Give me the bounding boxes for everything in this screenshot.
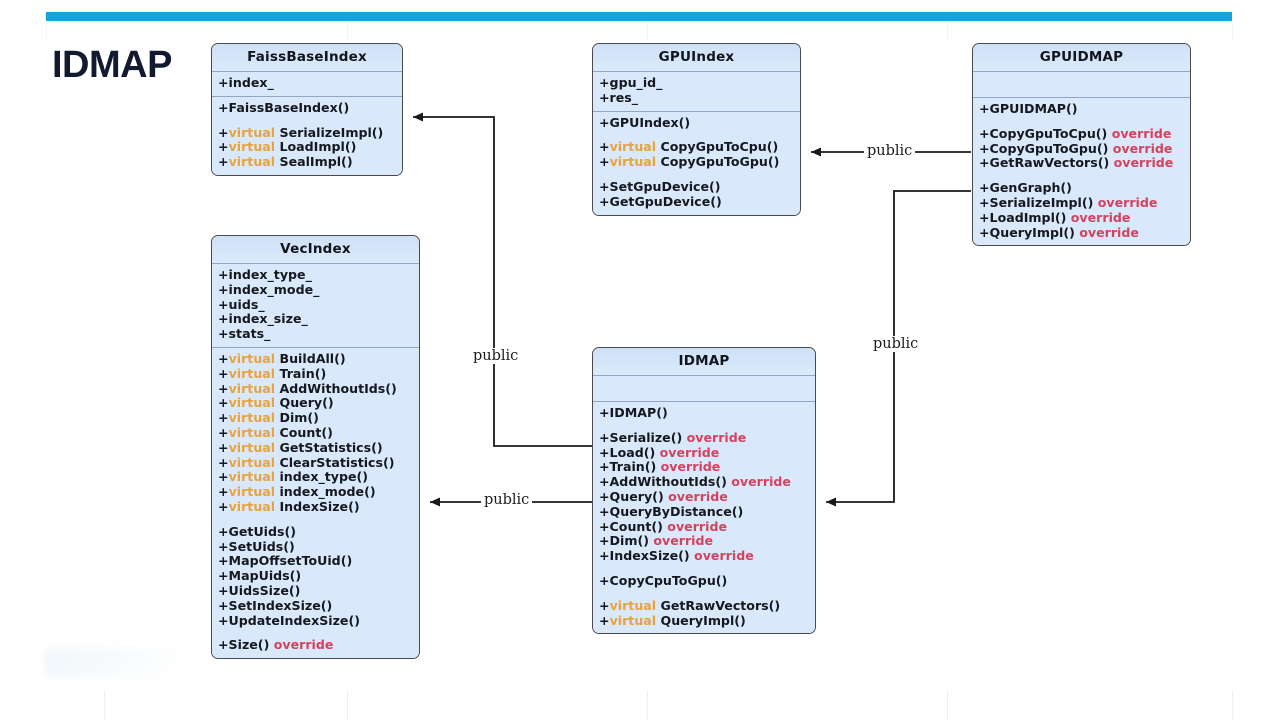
class-member: +FaissBaseIndex() [218,99,350,115]
class-methods-idmap: +IDMAP() +Serialize() override +Load() o… [593,402,815,634]
class-member: +QueryImpl() override [979,224,1139,240]
class-member: +virtual index_mode() [218,484,376,500]
slide-guide-line [347,690,348,720]
class-member: +virtual GetStatistics() [218,439,383,455]
slide-guide-line [1232,22,1233,40]
slide-guide-line [947,22,948,40]
class-member: +virtual IndexSize() [218,498,360,514]
slide-guide-line [947,690,948,720]
class-member: +AddWithoutIds() override [599,474,791,490]
class-member: +LoadImpl() override [979,209,1131,225]
class-member: +QueryByDistance() [599,503,744,519]
class-methods-faissbaseindex: +FaissBaseIndex() +virtual SerializeImpl… [212,96,402,175]
class-member: +SetUids() [218,538,295,554]
class-member: +IDMAP() [599,405,668,420]
class-member: +index_type_ [218,267,312,282]
slide-guide-line [347,22,348,40]
slide-accent-bar [46,12,1232,21]
class-box-faissbaseindex[interactable]: FaissBaseIndex +index_ +FaissBaseIndex()… [211,43,403,176]
class-member: +GetGpuDevice() [599,193,722,209]
class-member: +virtual Query() [218,395,334,411]
class-box-gpuindex[interactable]: GPUIndex +gpu_id_ +res_ +GPUIndex() +vir… [592,43,801,216]
class-member: +Load() override [599,444,720,460]
class-member: +gpu_id_ [599,75,663,90]
class-member: +virtual BuildAll() [218,350,346,366]
edge-label-idmap-vecindex: public [481,492,533,508]
class-member: +virtual ClearStatistics() [218,454,395,470]
class-member: +GPUIDMAP() [979,101,1078,116]
class-attributes-gpuindex: +gpu_id_ +res_ [593,72,800,112]
slide-guide-line [1232,690,1233,720]
class-member: +virtual Dim() [218,410,319,426]
class-member: +res_ [599,89,639,105]
class-member: +virtual index_type() [218,469,369,485]
class-member: +virtual SerializeImpl() [218,124,384,140]
class-attributes-gpuidmap [973,72,1190,98]
class-member: +virtual CopyGpuToGpu() [599,154,780,170]
class-box-gpuidmap[interactable]: GPUIDMAP +GPUIDMAP() +CopyGpuToCpu() ove… [972,43,1191,247]
page-title: IDMAP [52,44,172,86]
connector-idmap-faissbaseindex [413,112,592,447]
class-member: +IndexSize() override [599,548,754,564]
class-member: +index_mode_ [218,281,320,297]
class-name-vecindex: VecIndex [212,236,419,264]
class-member: +virtual Count() [218,424,333,440]
class-member: +SetGpuDevice() [599,178,721,194]
class-methods-gpuindex: +GPUIndex() +virtual CopyGpuToCpu() +vir… [593,111,800,215]
class-box-idmap[interactable]: IDMAP +IDMAP() +Serialize() override +Lo… [592,347,816,635]
class-attributes-idmap [593,376,815,402]
class-member: +virtual GetRawVectors() [599,597,781,613]
edge-label-gpuidmap-idmap: public [870,336,922,352]
class-member: +index_size_ [218,311,308,327]
class-member: +CopyGpuToGpu() override [979,140,1173,156]
class-box-vecindex[interactable]: VecIndex +index_type_ +index_mode_ +uids… [211,235,420,660]
class-member: +virtual QueryImpl() [599,612,746,628]
edge-label-idmap-faissbaseindex: public [470,348,522,364]
class-member: +stats_ [218,326,271,342]
class-name-faissbaseindex: FaissBaseIndex [212,44,402,72]
class-member: +virtual Train() [218,365,327,381]
class-member: +Serialize() override [599,429,747,445]
class-name-gpuidmap: GPUIDMAP [973,44,1190,72]
class-member: +MapOffsetToUid() [218,553,353,569]
class-name-idmap: IDMAP [593,348,815,376]
class-member: +index_ [218,75,274,90]
class-member: +virtual LoadImpl() [218,139,357,155]
class-member: +GPUIndex() [599,114,691,130]
class-member: +MapUids() [218,568,302,584]
slide-guide-line [647,22,648,40]
class-member: +SetIndexSize() [218,597,333,613]
class-name-gpuindex: GPUIndex [593,44,800,72]
class-member: +virtual CopyGpuToCpu() [599,139,779,155]
edge-label-gpuidmap-gpuindex: public [864,143,916,159]
class-attributes-vecindex: +index_type_ +index_mode_ +uids_ +index_… [212,264,419,348]
class-member: +Count() override [599,518,727,534]
class-member: +CopyGpuToCpu() override [979,125,1172,141]
watermark [44,648,174,678]
class-member: +UpdateIndexSize() [218,612,360,628]
slide-guide-line [46,22,47,40]
class-methods-gpuidmap: +GPUIDMAP() +CopyGpuToCpu() override +Co… [973,98,1190,246]
class-member: +uids_ [218,296,265,312]
class-member: +virtual AddWithoutIds() [218,380,397,396]
slide-guide-line [647,690,648,720]
class-member: +SerializeImpl() override [979,194,1158,210]
class-member: +GetRawVectors() override [979,155,1174,171]
class-member: +GenGraph() [979,180,1072,196]
class-member: +UidsSize() [218,582,301,598]
class-member: +Query() override [599,488,728,504]
class-member: +CopyCpuToGpu() [599,572,728,588]
class-member: +Size() override [218,637,334,653]
class-methods-vecindex: +virtual BuildAll() +virtual Train() +vi… [212,347,419,659]
slide-guide-line [104,690,105,720]
class-member: +Train() override [599,459,721,475]
class-attributes-faissbaseindex: +index_ [212,72,402,97]
class-member: +GetUids() [218,523,297,539]
class-member: +Dim() override [599,533,714,549]
class-member: +virtual SealImpl() [218,154,353,170]
